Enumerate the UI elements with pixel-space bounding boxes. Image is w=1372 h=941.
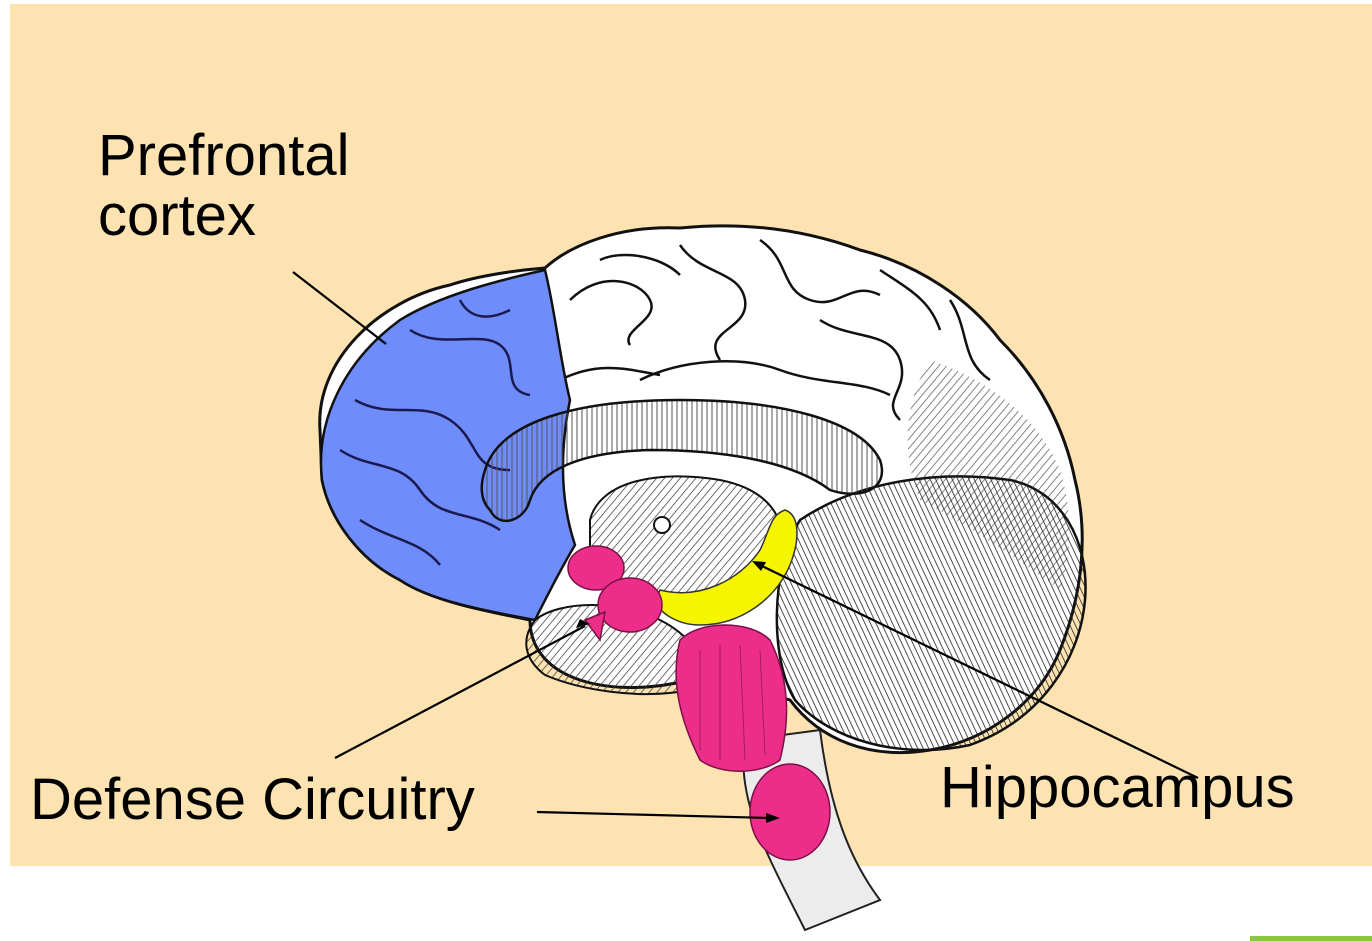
amygdala-lower — [598, 578, 662, 632]
prefrontal-label-line1: Prefrontal — [98, 126, 349, 186]
defense-pointer-medulla — [537, 812, 770, 818]
corner-accent-bar — [1250, 936, 1372, 941]
hippocampus-label: Hippocampus — [940, 758, 1295, 818]
defense-circuitry-label: Defense Circuitry — [30, 770, 475, 830]
prefrontal-cortex-label: Prefrontal cortex — [98, 126, 349, 246]
prefrontal-label-line2: cortex — [98, 186, 349, 246]
medulla — [750, 764, 830, 860]
defense-pointer-amygdala — [335, 626, 585, 758]
pfc-pointer — [293, 272, 386, 344]
brainstem-pons — [676, 625, 786, 771]
